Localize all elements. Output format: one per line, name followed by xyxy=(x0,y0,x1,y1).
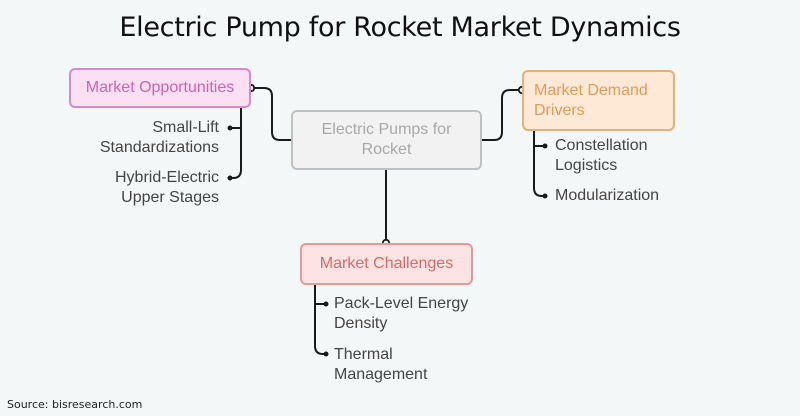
market-demand-drivers-line2: Drivers xyxy=(534,101,585,119)
leaf-line: Upper Stages xyxy=(121,189,219,206)
leaf-dot xyxy=(227,125,233,131)
leaf-line: Standardizations xyxy=(99,139,219,156)
leaf-pack-level-energy-density: Pack-Level Energy Density xyxy=(334,294,468,334)
connector-opportunities-children xyxy=(230,108,242,179)
leaf-small-lift-standardizations: Small-Lift Standardizations xyxy=(100,118,219,158)
leaf-line: Thermal xyxy=(334,346,393,363)
market-challenges-node[interactable]: Market Challenges xyxy=(300,243,473,285)
leaf-line: Density xyxy=(334,315,388,332)
market-opportunities-label: Market Opportunities xyxy=(85,79,235,96)
market-challenges-label: Market Challenges xyxy=(319,255,454,272)
leaf-line: Small-Lift xyxy=(152,119,219,136)
leaf-line: Modularization xyxy=(555,187,660,204)
market-opportunities-node[interactable]: Market Opportunities xyxy=(69,68,251,108)
connector-center-opportunities xyxy=(251,87,291,141)
central-topic-node[interactable]: Electric Pumps for Rocket xyxy=(291,110,482,170)
leaf-dot xyxy=(542,143,548,149)
connector-drivers-children xyxy=(533,131,545,197)
leaf-modularization: Modularization xyxy=(555,186,659,206)
leaf-dot xyxy=(323,351,329,357)
leaf-constellation-logistics: Constellation Logistics xyxy=(555,136,648,176)
leaf-dot xyxy=(542,193,548,199)
leaf-line: Management xyxy=(334,366,428,383)
connector-challenges-children xyxy=(314,285,326,355)
source-credit: Source: bisresearch.com xyxy=(7,398,143,411)
connector-center-drivers xyxy=(482,89,522,141)
market-demand-drivers-line1: Market Demand xyxy=(534,81,648,99)
leaf-dot xyxy=(323,301,329,307)
leaf-line: Pack-Level Energy xyxy=(334,295,469,312)
leaf-thermal-management: Thermal Management xyxy=(334,345,427,385)
leaf-hybrid-electric-upper-stages: Hybrid-Electric Upper Stages xyxy=(115,168,219,208)
leaf-dot xyxy=(227,175,233,181)
leaf-line: Constellation xyxy=(555,137,648,154)
diagram-title: Electric Pump for Rocket Market Dynamics xyxy=(119,12,681,43)
central-topic-line2: Rocket xyxy=(361,141,412,158)
central-topic-line1: Electric Pumps for xyxy=(321,121,452,138)
leaf-line: Hybrid-Electric xyxy=(114,169,219,186)
market-demand-drivers-node[interactable]: Market Demand Drivers xyxy=(522,70,675,131)
leaf-line: Logistics xyxy=(555,157,618,174)
